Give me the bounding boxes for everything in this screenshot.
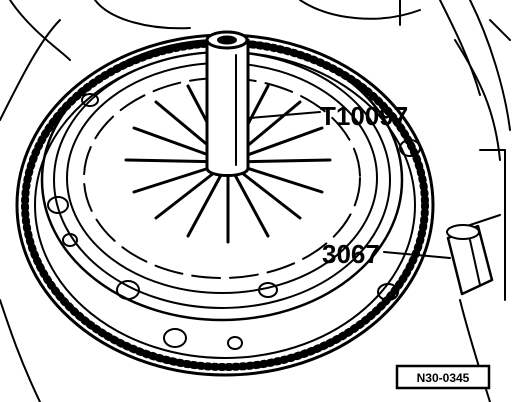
label-3067: 3067 [322, 239, 380, 269]
cover-bolts [47, 93, 421, 350]
figure-reference-box [395, 364, 491, 390]
leader-line-3067 [383, 251, 451, 259]
figure-reference-number: N30-0345 [417, 371, 470, 385]
leader-line-t10097 [249, 111, 321, 119]
locking-pin [446, 224, 494, 296]
label-t10097: T10097 [320, 101, 408, 131]
centering-mandrel [205, 30, 250, 177]
